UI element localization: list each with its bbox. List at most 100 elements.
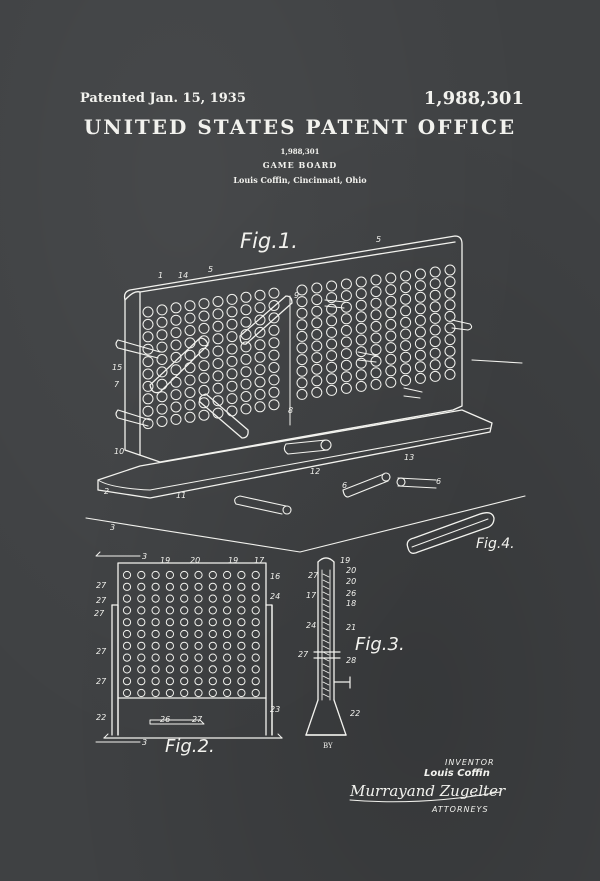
- peg-hole: [156, 378, 168, 390]
- fig2-drawing: [95, 551, 283, 743]
- svg-text:27: 27: [96, 647, 107, 656]
- peg-hole: [165, 618, 174, 627]
- peg-hole: [194, 629, 203, 639]
- peg-hole: [414, 291, 426, 303]
- svg-text:22: 22: [96, 713, 106, 722]
- peg-hole: [180, 641, 189, 650]
- hatch-line: [322, 609, 330, 614]
- peg-hole: [151, 665, 160, 674]
- peg-hole: [208, 629, 217, 639]
- peg-hole: [180, 606, 189, 615]
- peg-hole: [429, 289, 441, 301]
- peg-hole: [194, 618, 203, 627]
- ship-piece: [149, 337, 209, 394]
- peg-hole: [296, 307, 308, 319]
- svg-text:26: 26: [346, 589, 356, 598]
- peg-hole: [340, 336, 352, 348]
- peg-hole: [184, 374, 196, 386]
- svg-text:8: 8: [288, 406, 293, 415]
- svg-text:13: 13: [404, 453, 414, 462]
- fig4-band: [406, 512, 495, 554]
- peg-hole: [180, 582, 189, 591]
- hatch-line: [322, 621, 330, 626]
- svg-text:17: 17: [306, 591, 317, 600]
- svg-text:26: 26: [160, 715, 170, 724]
- peg-hole: [142, 393, 154, 405]
- peg-hole: [340, 301, 352, 313]
- svg-text:3: 3: [142, 552, 147, 561]
- peg-hole: [251, 629, 260, 639]
- peg-hole: [385, 330, 397, 342]
- peg-hole: [296, 377, 308, 389]
- peg-hole: [326, 373, 338, 385]
- peg-hole: [251, 606, 260, 615]
- peg-hole: [142, 343, 154, 355]
- patent-number: 1,988,301: [423, 88, 524, 109]
- peg-hole: [198, 384, 210, 396]
- peg-hole: [355, 334, 367, 346]
- svg-text:20: 20: [190, 556, 200, 565]
- peg-hole: [340, 382, 352, 394]
- peg-hole: [444, 357, 456, 369]
- peg-hole: [414, 372, 426, 384]
- peg-hole: [223, 665, 232, 674]
- peg-hole: [414, 268, 426, 280]
- peg-hole: [429, 301, 441, 313]
- peg-hole: [400, 374, 412, 386]
- peg-hole: [414, 326, 426, 338]
- peg-hole: [137, 582, 146, 591]
- peg-hole: [226, 355, 238, 367]
- peg-hole: [385, 376, 397, 388]
- svg-text:10: 10: [114, 447, 124, 456]
- peg-hole: [414, 349, 426, 361]
- svg-text:23: 23: [270, 705, 280, 714]
- peg-hole: [240, 403, 252, 415]
- peg-hole: [194, 594, 203, 603]
- peg-hole: [184, 411, 196, 423]
- inventor-name: Louis Coffin: [424, 768, 490, 779]
- peg-hole: [268, 349, 280, 361]
- peg-hole: [208, 677, 217, 686]
- peg-hole: [311, 294, 323, 306]
- peg-hole: [137, 665, 146, 674]
- peg-hole: [326, 350, 338, 362]
- peg-hole: [237, 688, 246, 698]
- peg-hole: [385, 353, 397, 365]
- peg-hole: [212, 320, 224, 332]
- peg-hole: [156, 366, 168, 378]
- fig3-drawing: [305, 557, 351, 736]
- peg-hole: [142, 405, 154, 417]
- peg-hole: [142, 368, 154, 380]
- peg-hole: [444, 334, 456, 346]
- peg-hole: [268, 399, 280, 411]
- peg-hole: [268, 374, 280, 386]
- peg-hole: [370, 320, 382, 332]
- peg-hole: [311, 363, 323, 375]
- inventor-label: INVENTOR: [445, 758, 495, 767]
- peg-hole: [429, 370, 441, 382]
- peg-hole: [311, 328, 323, 340]
- hatch-line: [322, 633, 330, 638]
- peg-hole: [170, 401, 182, 413]
- hatch-line: [322, 645, 330, 650]
- peg-hole: [251, 582, 260, 591]
- peg-hole: [237, 653, 246, 662]
- svg-text:2: 2: [104, 487, 109, 496]
- peg-hole: [208, 594, 217, 603]
- peg-hole: [180, 570, 189, 580]
- peg-hole: [296, 319, 308, 331]
- peg-hole: [180, 653, 189, 662]
- fig2-peg-holes: [122, 570, 260, 698]
- peg-hole: [137, 594, 146, 603]
- peg-hole: [237, 606, 246, 615]
- peg-hole: [151, 594, 160, 603]
- peg-hole: [184, 300, 196, 312]
- peg-hole: [208, 570, 217, 580]
- svg-text:6: 6: [342, 481, 347, 490]
- svg-text:5: 5: [208, 265, 213, 274]
- peg-hole: [156, 416, 168, 427]
- peg-hole: [212, 333, 224, 345]
- peg-hole: [156, 316, 168, 328]
- peg-hole: [198, 298, 210, 310]
- svg-text:20: 20: [346, 577, 356, 586]
